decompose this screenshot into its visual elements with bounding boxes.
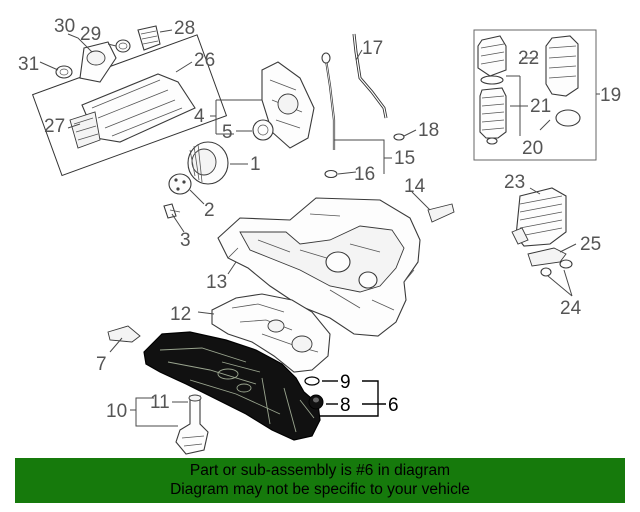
callout-3: 3	[180, 230, 191, 251]
timing-cover-group	[252, 61, 315, 149]
callout-26: 26	[194, 50, 215, 71]
callout-6: 6	[388, 395, 399, 416]
crank-pulley-group	[163, 141, 229, 219]
banner-line-1: Part or sub-assembly is #6 in diagram	[189, 462, 451, 479]
callout-15: 15	[394, 148, 415, 169]
callout-22: 22	[518, 48, 539, 69]
upper-oil-pan	[217, 197, 421, 337]
dipstick-group	[321, 33, 405, 179]
callout-12: 12	[170, 304, 191, 325]
callout-24: 24	[560, 298, 582, 319]
callout-labels: 31 30 29 28 26 27 4 5 1 2 3 17 18 16 15 …	[18, 16, 621, 422]
callout-7: 7	[96, 354, 107, 375]
callout-29: 29	[80, 24, 101, 45]
valve-cover-group	[31, 25, 228, 177]
drain-plug-8	[308, 394, 324, 410]
seal-ring-9	[304, 376, 320, 386]
part-14	[427, 203, 455, 223]
callout-1: 1	[250, 154, 261, 175]
oil-filter-box	[473, 29, 597, 161]
callout-27: 27	[44, 116, 65, 137]
callout-8: 8	[340, 395, 351, 416]
callout-5: 5	[222, 122, 233, 143]
lower-oil-pan-highlight	[143, 331, 321, 441]
callout-10: 10	[106, 401, 127, 422]
callout-11: 11	[150, 392, 170, 413]
callout-25: 25	[580, 234, 601, 255]
callout-31: 31	[18, 54, 39, 75]
callout-28: 28	[174, 18, 195, 39]
leader-lines	[39, 29, 600, 427]
callout-17: 17	[362, 38, 383, 59]
callout-2: 2	[204, 200, 215, 221]
info-banner: Part or sub-assembly is #6 in diagram Di…	[15, 458, 625, 503]
callout-4: 4	[194, 106, 205, 127]
callout-18: 18	[418, 120, 439, 141]
callout-14: 14	[404, 176, 426, 197]
callout-9: 9	[340, 372, 351, 393]
callout-13: 13	[206, 272, 227, 293]
callout-23: 23	[504, 172, 525, 193]
oil-cooler-group	[511, 187, 573, 277]
oil-level-sensor	[175, 394, 209, 455]
part-7	[107, 325, 141, 343]
banner-line-2: Diagram may not be specific to your vehi…	[170, 481, 470, 498]
callout-30: 30	[54, 16, 75, 37]
callout-19: 19	[600, 85, 621, 106]
callout-20: 20	[522, 138, 543, 159]
callout-21: 21	[530, 96, 551, 117]
callout-16: 16	[354, 164, 375, 185]
oil-baffle	[211, 293, 331, 373]
